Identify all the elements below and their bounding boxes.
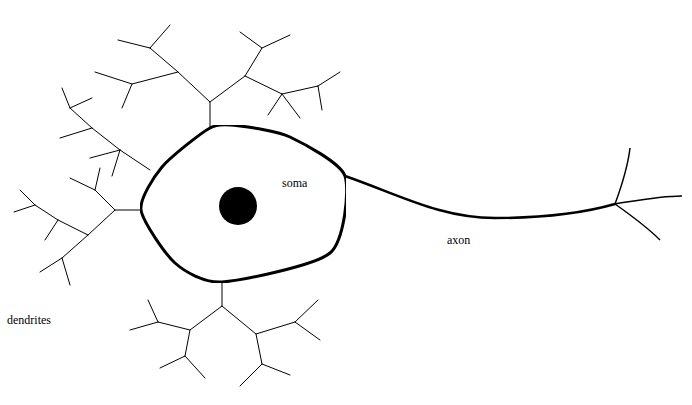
dendrite-trees	[14, 25, 340, 386]
axon-terminals	[615, 148, 682, 240]
dendrites-label: dendrites	[6, 314, 52, 327]
axon-label: axon	[446, 234, 471, 247]
soma-body: soma	[140, 125, 346, 283]
soma-membrane	[141, 125, 346, 282]
nucleus	[219, 187, 257, 225]
soma-outline	[140, 125, 346, 283]
node-label: soma	[282, 177, 307, 190]
axon-line	[345, 176, 615, 218]
